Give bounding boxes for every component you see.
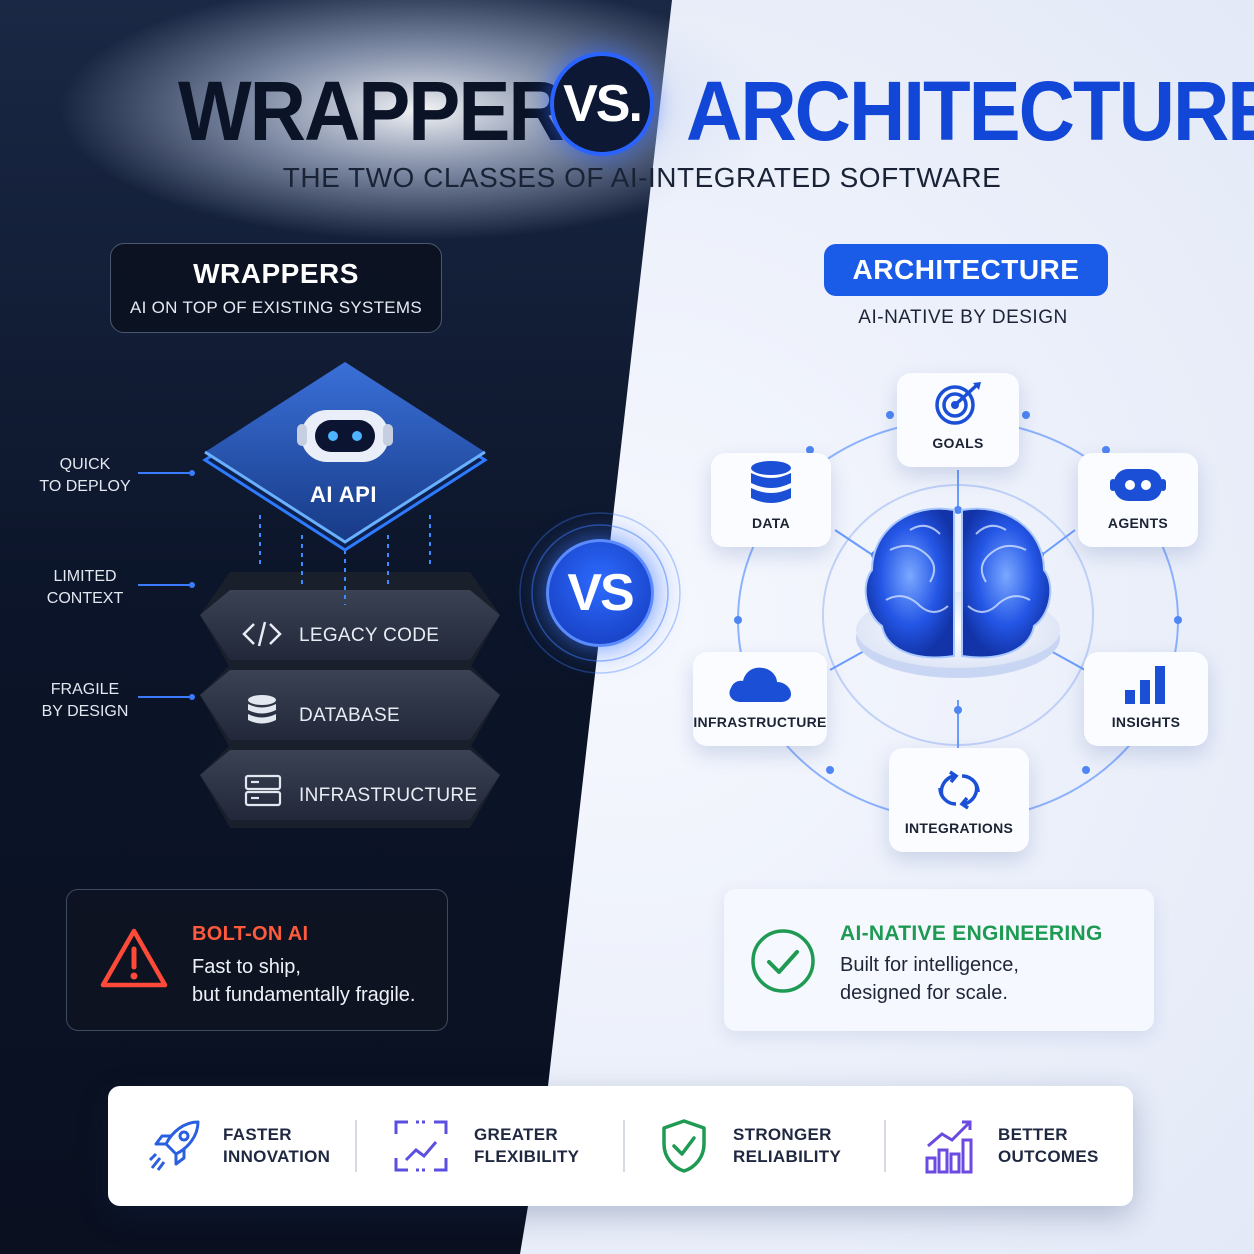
side-connector-dot (189, 582, 195, 588)
bar-chart-icon (1125, 666, 1165, 704)
layer-infrastructure-label: INFRASTRUCTURE (299, 785, 478, 806)
layer-database-label: DATABASE (299, 705, 400, 726)
node-agents: AGENTS (1078, 453, 1198, 547)
vs-badge-center: VS (546, 539, 654, 647)
layer-legacy-code-label: LEGACY CODE (299, 625, 440, 646)
node-infrastructure-label: INFRASTRUCTURE (693, 714, 827, 730)
ai-native-card: AI-NATIVE ENGINEERING Built for intellig… (724, 889, 1154, 1031)
subtitle: THE TWO CLASSES OF AI-INTEGRATED SOFTWAR… (282, 162, 1002, 193)
ai-native-title: AI-NATIVE ENGINEERING (840, 922, 1103, 945)
side-connector (138, 472, 192, 474)
check-circle-icon (751, 929, 815, 993)
node-goals-label: GOALS (932, 435, 984, 451)
wrappers-header-box: WRAPPERS AI ON TOP OF EXISTING SYSTEMS (110, 243, 442, 333)
target-icon (935, 382, 981, 425)
server-icon (244, 774, 282, 807)
divider (884, 1120, 886, 1172)
architecture-subtitle: AI-NATIVE BY DESIGN (858, 307, 1068, 328)
bolt-on-card: BOLT-ON AI Fast to ship, but fundamental… (66, 889, 448, 1031)
node-data-label: DATA (751, 515, 790, 531)
node-goals: GOALS (897, 373, 1019, 467)
ai-native-text: Built for intelligence, designed for sca… (840, 951, 1019, 1007)
node-insights-label: INSIGHTS (1111, 714, 1181, 730)
cloud-icon (729, 667, 791, 702)
side-connector (138, 584, 192, 586)
node-integrations: INTEGRATIONS (889, 748, 1029, 852)
architecture-title-pill: ARCHITECTURE (824, 244, 1108, 296)
warning-icon (100, 928, 168, 988)
bolt-on-text: Fast to ship, but fundamentally fragile. (192, 953, 415, 1009)
node-integrations-label: INTEGRATIONS (904, 820, 1014, 836)
database-icon (248, 695, 276, 724)
bolt-on-title: BOLT-ON AI (192, 923, 309, 945)
side-connector (138, 696, 192, 698)
title-wrappers: WRAPPERS (178, 63, 615, 159)
vs-badge-top: VS. (550, 52, 654, 156)
bolt-on-line2: but fundamentally fragile. (192, 984, 416, 1006)
shield-check-icon (662, 1119, 706, 1173)
bolt-on-line1: Fast to ship, (192, 956, 301, 978)
layer-infrastructure-shape (200, 745, 500, 828)
wrapper-stack-diagram (200, 362, 500, 828)
side-connector-dot (189, 694, 195, 700)
ai-api-label: AI API (310, 482, 377, 507)
ai-native-line2: designed for scale. (840, 982, 1008, 1004)
growth-chart-icon (925, 1120, 973, 1174)
rocket-icon (148, 1120, 200, 1171)
expand-icon (394, 1120, 448, 1172)
code-icon (242, 621, 282, 647)
divider (623, 1120, 625, 1172)
robot-icon (297, 410, 393, 462)
divider (355, 1120, 357, 1172)
vs-glow-rings (519, 512, 681, 674)
wrappers-subtitle: AI ON TOP OF EXISTING SYSTEMS (129, 298, 423, 317)
database-icon (751, 461, 791, 503)
side-connector-dot (189, 470, 195, 476)
node-data: DATA (711, 453, 831, 547)
brain-icon (864, 507, 1052, 659)
node-agents-label: AGENTS (1107, 515, 1169, 531)
title-architecture: ARCHITECTURE (686, 63, 1254, 159)
sync-icon (938, 770, 980, 810)
ai-native-line1: Built for intelligence, (840, 954, 1019, 976)
architecture-network (734, 411, 1182, 824)
wrappers-title: WRAPPERS (193, 258, 359, 289)
robot-icon (1110, 469, 1166, 501)
layer-legacy-shape (200, 572, 500, 668)
node-infrastructure: INFRASTRUCTURE (693, 652, 827, 746)
layer-database-shape (200, 665, 500, 748)
node-insights: INSIGHTS (1084, 652, 1208, 746)
